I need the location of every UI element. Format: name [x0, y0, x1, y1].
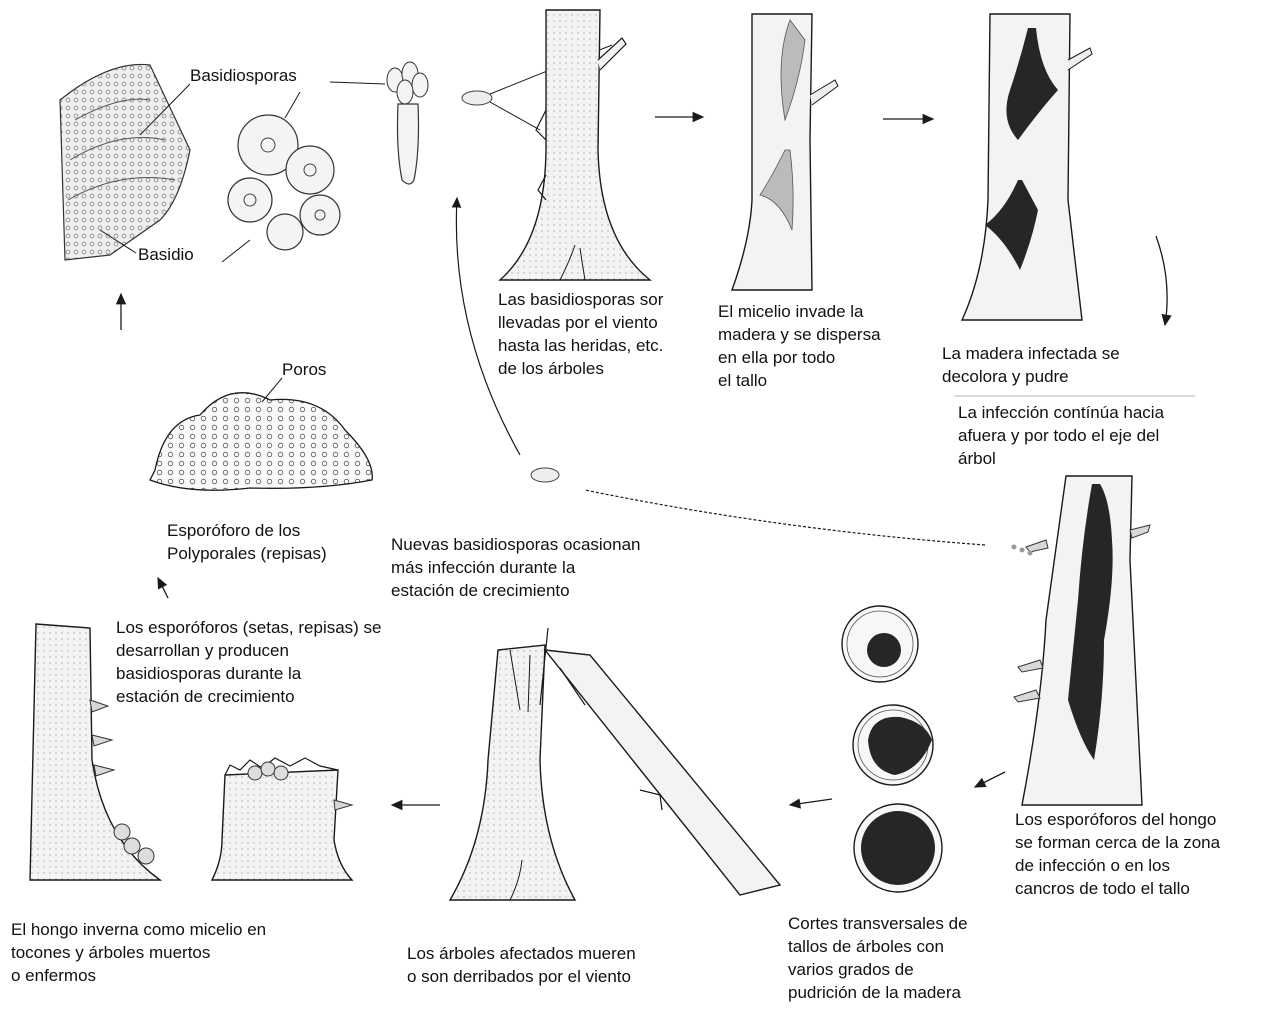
infected-stump-illustration [212, 758, 352, 880]
trunk-with-sporophores-illustration [1012, 476, 1151, 805]
cross-section-moderate-decay [853, 705, 933, 785]
label-poros: Poros [282, 358, 326, 382]
single-basidium-illustration [330, 62, 428, 184]
arrow-to-polyporales [158, 578, 168, 598]
label-step-mycelium-invades: El micelio invade la madera y se dispers… [718, 300, 881, 392]
label-fungus-overwinters: El hongo inverna como micelio en tocones… [11, 918, 266, 987]
cross-section-advanced-decay [854, 804, 942, 892]
label-new-basidiospores: Nuevas basidiosporas ocasionan más infec… [391, 533, 641, 602]
trunk-wood-decay-illustration [962, 14, 1092, 320]
label-sporophores-form: Los esporóforos del hongo se forman cerc… [1015, 808, 1220, 900]
label-step-infection-spreads: La infección contínúa hacia afuera y por… [958, 401, 1164, 470]
arrow-to-cross-sections [975, 772, 1005, 787]
label-cross-sections: Cortes transversales de tallos de árbole… [788, 912, 968, 1004]
basidiospores-cluster-illustration [222, 92, 340, 262]
tree-trunk-wounds-illustration [500, 10, 650, 280]
label-sporophores-develop: Los esporóforos (setas, repisas) se desa… [116, 616, 382, 708]
label-esporoforo-polyporales: Esporóforo de los Polyporales (repisas) [167, 519, 327, 565]
label-step-spores-to-wounds: Las basidiosporas sor llevadas por el vi… [498, 288, 663, 380]
cross-section-early-decay [842, 606, 918, 682]
arrow-new-spores-return [585, 490, 985, 545]
label-basidiosporas: Basidiosporas [190, 64, 297, 88]
arrow-to-fallen-trees [790, 799, 832, 805]
airborne-spore-icon-2 [531, 468, 559, 482]
arrow-to-spread-stage [1156, 236, 1167, 325]
fallen-broken-tree-illustration [450, 628, 780, 900]
basidium-tissue-illustration [60, 64, 190, 260]
label-basidio: Basidio [138, 243, 194, 267]
polyporales-pore-surface-illustration [150, 378, 372, 490]
trunk-mycelium-invasion-illustration [732, 14, 838, 290]
label-trees-die: Los árboles afectados mueren o son derri… [407, 942, 636, 988]
airborne-spore-icon [462, 91, 492, 105]
label-step-wood-decays: La madera infectada se decolora y pudre [942, 342, 1120, 388]
